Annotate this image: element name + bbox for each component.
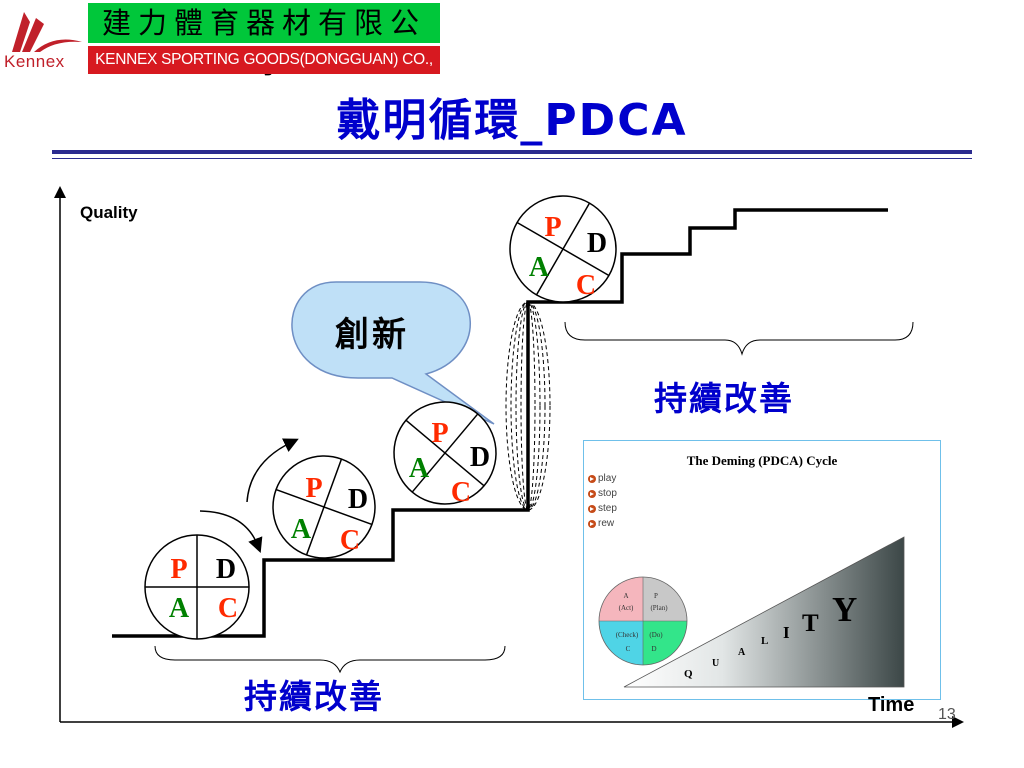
circle-3-d: D xyxy=(470,442,490,473)
logo-text: Kennex xyxy=(4,52,65,71)
circle-1-d: D xyxy=(216,554,236,585)
innovation-bubble xyxy=(291,281,495,425)
step-icon xyxy=(588,504,596,513)
circle-2-d: D xyxy=(348,484,368,515)
circle-4-c: C xyxy=(576,270,596,301)
x-axis-arrow-icon xyxy=(952,716,964,728)
y-axis-arrow-icon xyxy=(54,186,66,198)
quality-letter-y: Y xyxy=(832,590,857,629)
circle-4-d: D xyxy=(587,228,607,259)
pdca-wheel xyxy=(598,576,688,666)
quality-letter-i: I xyxy=(783,623,790,642)
pdca-circle-1 xyxy=(144,534,250,640)
left-brace xyxy=(154,645,506,674)
wheel-check-letter: C xyxy=(626,645,631,653)
x-axis-label: Time xyxy=(868,694,915,716)
pdca-circle-4 xyxy=(509,195,617,303)
inset-title: The Deming (PDCA) Cycle xyxy=(686,453,838,468)
circle-2-p: P xyxy=(305,473,322,504)
rotation-arrow-2 xyxy=(246,438,299,503)
wheel-act-letter: A xyxy=(623,592,628,600)
rotation-arrow-1 xyxy=(199,510,263,554)
play-button[interactable]: play xyxy=(588,473,616,484)
circle-4-p: P xyxy=(544,212,561,243)
wheel-do-letter: D xyxy=(651,645,656,653)
pdca-circle-2 xyxy=(272,455,376,559)
slide-title: 戴明循環_PDCA xyxy=(336,95,688,146)
kennex-logo-icon xyxy=(12,12,82,52)
quality-wedge xyxy=(623,536,905,688)
circle-1-p: P xyxy=(170,554,187,585)
quality-wedge-graphic: A (Act) P (Plan) (Check) C (Do) D Q U A … xyxy=(598,536,905,688)
continuous-improvement-right: 持續改善 xyxy=(654,379,794,418)
stop-button[interactable]: stop xyxy=(588,488,617,499)
quality-letter-a: A xyxy=(738,647,746,658)
rewind-button[interactable]: rew xyxy=(588,518,614,529)
wheel-check-label: (Check) xyxy=(616,631,639,639)
circle-3-p: P xyxy=(431,418,448,449)
pdca-circle-3 xyxy=(393,401,497,505)
page-number: 13 xyxy=(938,706,956,723)
company-name-english: KENNEX SPORTING GOODS(DONGGUAN) CO., LTD… xyxy=(88,46,440,96)
wheel-plan-label: (Plan) xyxy=(650,604,668,612)
wheel-act-label: (Act) xyxy=(619,604,634,612)
innovation-jump xyxy=(505,301,551,511)
step-button[interactable]: step xyxy=(588,503,617,514)
circle-2-c: C xyxy=(340,525,360,556)
circle-3-a: A xyxy=(409,453,430,484)
title-divider-thin xyxy=(52,158,972,159)
bubble-text-innovation: 創新 xyxy=(335,315,409,355)
rewind-icon xyxy=(588,519,596,528)
quality-letter-q: Q xyxy=(684,668,693,680)
quality-staircase xyxy=(112,208,888,638)
stop-icon xyxy=(588,489,596,498)
right-brace xyxy=(564,321,914,356)
deming-cycle-inset: The Deming (PDCA) Cycle play stop step r… xyxy=(583,440,941,700)
title-divider xyxy=(52,150,972,154)
wheel-plan-letter: P xyxy=(654,592,658,600)
play-icon xyxy=(588,474,596,483)
quality-letter-u: U xyxy=(712,658,719,669)
wheel-do-label: (Do) xyxy=(649,631,663,639)
circle-2-a: A xyxy=(291,514,312,545)
y-axis-label: Quality xyxy=(80,203,138,222)
circle-4-a: A xyxy=(529,252,550,283)
circle-1-c: C xyxy=(218,593,238,624)
circle-3-c: C xyxy=(451,477,471,508)
circle-1-a: A xyxy=(169,593,190,624)
continuous-improvement-left: 持續改善 xyxy=(244,677,384,716)
quality-letter-l: L xyxy=(761,635,768,647)
quality-letter-t: T xyxy=(802,610,819,637)
